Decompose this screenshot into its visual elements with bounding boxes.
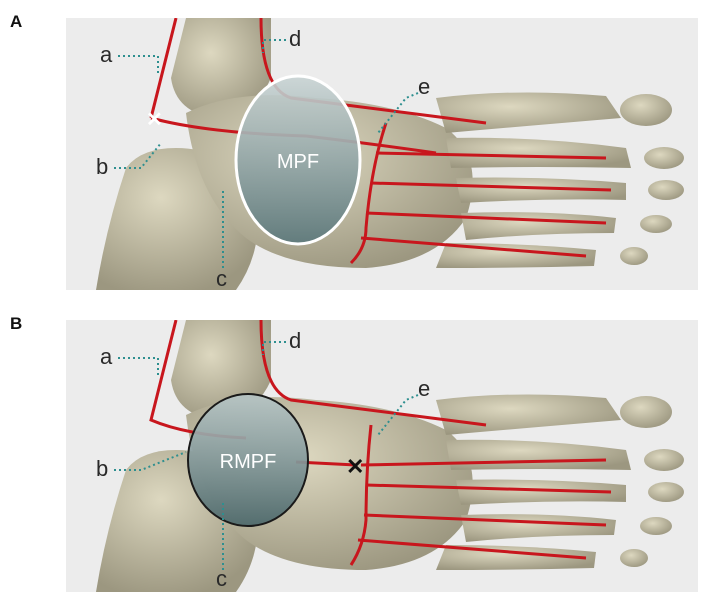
panel-a: MPF ✕ a b c d e [66,18,698,290]
flap-label: RMPF [220,451,277,473]
ligation-mark: ✕ [146,109,163,131]
label-e: e [418,74,430,99]
label-d: d [289,26,301,51]
foot-illustration-b: RMPF ✕ a b c d e [66,320,698,592]
toe-bones [620,94,684,265]
label-a: a [100,344,113,369]
label-b: b [96,456,108,481]
label-b: b [96,154,108,179]
ligation-mark: ✕ [346,454,364,479]
panel-b: RMPF ✕ a b c d e [66,320,698,592]
panel-letter-b: B [10,314,22,334]
label-e: e [418,376,430,401]
panel-letter-a: A [10,12,22,32]
toe-bones [620,396,684,567]
flap-label: MPF [277,151,319,173]
metatarsal-bones [436,92,631,268]
foot-illustration-a: MPF ✕ a b c d e [66,18,698,290]
metatarsal-bones [436,394,631,570]
label-c: c [216,266,227,290]
label-d: d [289,328,301,353]
label-c: c [216,566,227,591]
label-a: a [100,42,113,67]
